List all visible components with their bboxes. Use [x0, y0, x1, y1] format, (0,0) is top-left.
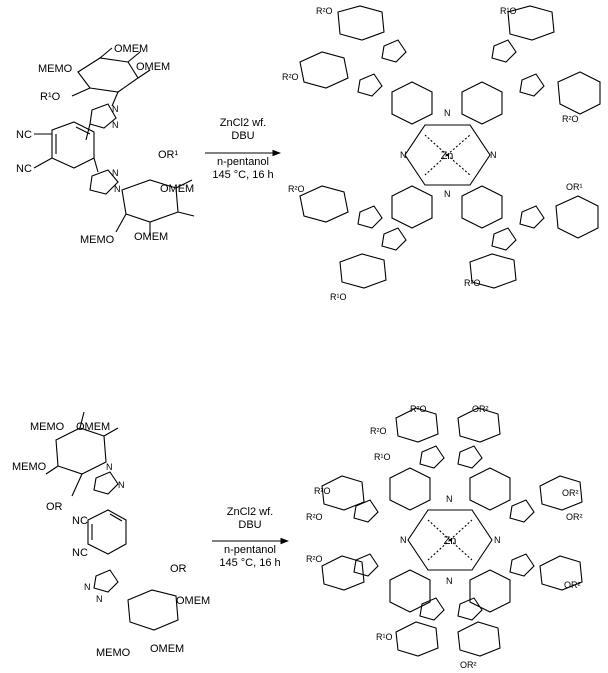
svg-text:N: N	[112, 120, 119, 130]
svg-text:R²O: R²O	[306, 554, 323, 564]
s2-zn-center: Zn	[444, 535, 457, 547]
svg-text:OR²: OR²	[564, 580, 581, 590]
svg-text:N: N	[114, 184, 121, 194]
svg-text:R²O: R²O	[370, 426, 387, 436]
s2-memo-2: MEMO	[12, 461, 47, 473]
svg-text:N: N	[96, 594, 103, 604]
svg-text:OR¹: OR¹	[566, 182, 583, 192]
svg-text:R¹O: R¹O	[374, 452, 391, 462]
svg-text:R²O: R²O	[464, 278, 481, 288]
s2-reagent-3: n-pentanol	[224, 544, 276, 556]
s2-reagent-1: ZnCl2 wf.	[227, 506, 273, 518]
bot-omem-2: OMEM	[134, 231, 168, 243]
svg-text:R²O: R²O	[314, 486, 331, 496]
s2-omem-3: OMEM	[150, 643, 184, 655]
s2-or-bot: OR	[170, 563, 187, 575]
svg-text:N: N	[84, 582, 91, 592]
svg-text:N: N	[400, 535, 407, 545]
svg-text:OR²: OR²	[472, 404, 489, 414]
s2-memo-3: MEMO	[96, 647, 131, 659]
s1-reagent-1: ZnCl2 wf.	[220, 117, 266, 129]
nc-2: NC	[16, 163, 32, 175]
scheme2-product: Zn N N N N R²O OR² R²O R¹O R²O R²O OR²	[306, 404, 583, 670]
svg-text:N: N	[112, 104, 119, 114]
svg-text:OR²: OR²	[562, 488, 579, 498]
top-r1o: R¹O	[40, 91, 61, 103]
scheme2-reactant: MEMO OMEM MEMO OR N N NC NC N N OR OMEM …	[12, 411, 210, 659]
svg-text:N: N	[494, 535, 501, 545]
s2-nc-1: NC	[72, 515, 88, 527]
s1-reagent-2: DBU	[231, 130, 254, 142]
svg-text:N: N	[400, 150, 407, 160]
svg-text:R²O: R²O	[306, 512, 323, 522]
s2-omem-2: OMEM	[176, 595, 210, 607]
svg-text:N: N	[112, 168, 119, 178]
s2-reagent-4: 145 °C, 16 h	[219, 557, 280, 569]
svg-text:N: N	[446, 494, 453, 504]
svg-text:N: N	[106, 462, 113, 472]
svg-text:R²O: R²O	[288, 184, 305, 194]
svg-text:N: N	[444, 108, 451, 118]
top-omem-1: OMEM	[114, 43, 148, 55]
s2-reagent-2: DBU	[238, 519, 261, 531]
s2-or-top: OR	[46, 501, 63, 513]
top-omem-2: OMEM	[136, 61, 170, 73]
bot-or1: OR¹	[158, 149, 179, 161]
s1-reagent-3: n-pentanol	[217, 156, 269, 168]
svg-text:R²O: R²O	[316, 6, 333, 16]
svg-text:OR²: OR²	[566, 512, 583, 522]
svg-text:N: N	[446, 576, 453, 586]
bot-omem-1: OMEM	[160, 183, 194, 195]
top-memo: MEMO	[38, 63, 73, 75]
scheme2-arrow: ZnCl2 wf. DBU n-pentanol 145 °C, 16 h	[212, 506, 290, 569]
nc-1: NC	[16, 129, 32, 141]
scheme1-reactant: OMEM OMEM MEMO R¹O N N NC NC N N OR¹ OME…	[16, 43, 194, 246]
svg-text:R¹O: R¹O	[500, 6, 517, 16]
s2-memo-1: MEMO	[30, 421, 65, 433]
svg-text:R¹O: R¹O	[330, 292, 347, 302]
svg-text:R²O: R²O	[410, 404, 427, 414]
svg-text:N: N	[490, 150, 497, 160]
s2-omem-1: OMEM	[76, 421, 110, 433]
svg-text:N: N	[444, 189, 451, 199]
svg-text:R²O: R²O	[562, 114, 579, 124]
s2-nc-2: NC	[72, 547, 88, 559]
svg-text:N: N	[118, 480, 125, 490]
svg-text:R²O: R²O	[282, 72, 299, 82]
bot-memo: MEMO	[80, 234, 115, 246]
s1-zn-center: Zn	[441, 150, 454, 162]
scheme1-product: Zn N N N N R²O R¹O R²O R²O R²O R²O OR¹	[282, 5, 601, 302]
svg-text:R¹O: R¹O	[376, 632, 393, 642]
scheme1-arrow: ZnCl2 wf. DBU n-pentanol 145 °C, 16 h	[205, 117, 282, 181]
svg-text:OR²: OR²	[460, 660, 477, 670]
s1-reagent-4: 145 °C, 16 h	[212, 169, 273, 181]
